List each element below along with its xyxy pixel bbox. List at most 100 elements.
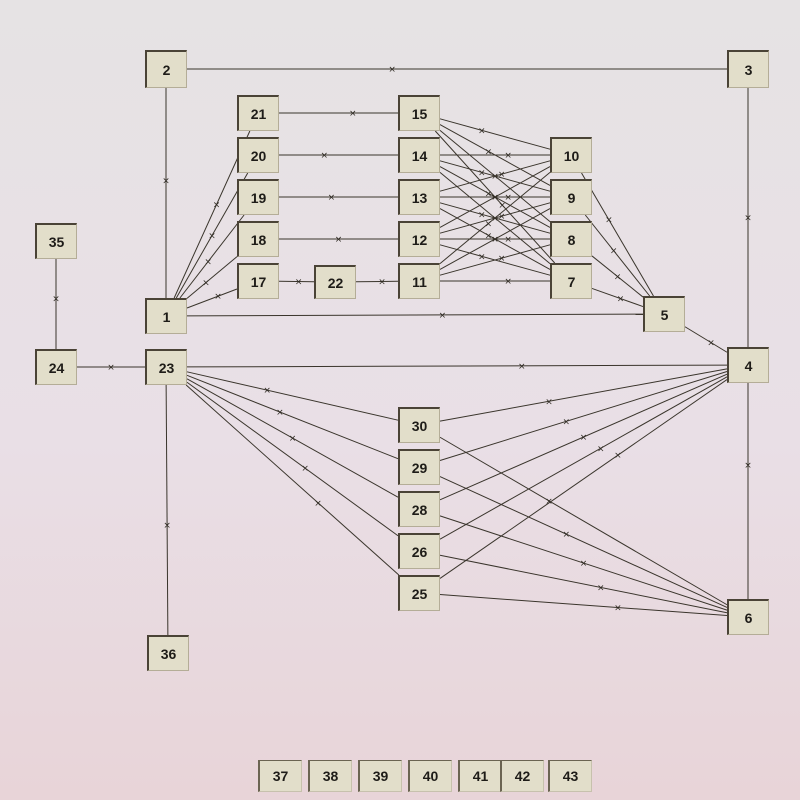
node-18[interactable]: 18 (237, 221, 279, 257)
node-4[interactable]: 4 (727, 347, 769, 383)
edge-marker-icon: × (614, 604, 622, 614)
node-25[interactable]: 25 (398, 575, 440, 611)
node-36[interactable]: 36 (147, 635, 189, 671)
node-2[interactable]: 2 (145, 50, 187, 88)
edge-marker-icon: × (597, 444, 605, 454)
edge-29-4 (439, 371, 728, 461)
edge-marker-icon: × (314, 499, 322, 509)
node-35[interactable]: 35 (35, 223, 77, 259)
edge-marker-icon: × (605, 216, 613, 226)
node-40[interactable]: 40 (408, 760, 452, 792)
edge-marker-icon: × (504, 193, 512, 203)
edge-30-6 (439, 436, 728, 606)
edge-marker-icon: × (485, 219, 493, 229)
edge-25-4 (439, 379, 728, 579)
edge-5-4 (684, 326, 728, 353)
edge-marker-icon: × (563, 417, 571, 427)
node-30[interactable]: 30 (398, 407, 440, 443)
node-26[interactable]: 26 (398, 533, 440, 569)
edge-marker-icon: × (504, 151, 512, 161)
node-17[interactable]: 17 (237, 263, 279, 299)
node-15[interactable]: 15 (398, 95, 440, 131)
edge-marker-icon: × (498, 254, 506, 264)
node-43[interactable]: 43 (548, 760, 592, 792)
edge-1-17 (186, 288, 238, 309)
edge-marker-icon: × (518, 362, 526, 372)
node-9[interactable]: 9 (550, 179, 592, 215)
node-21[interactable]: 21 (237, 95, 279, 131)
edge-26-4 (439, 376, 728, 540)
node-10[interactable]: 10 (550, 137, 592, 173)
edge-marker-icon: × (498, 170, 506, 180)
edge-marker-icon: × (439, 311, 447, 321)
edge-marker-icon: × (610, 247, 618, 257)
edge-marker-icon: × (107, 363, 115, 373)
edge-marker-icon: × (580, 559, 588, 569)
node-3[interactable]: 3 (727, 50, 769, 88)
edge-marker-icon: × (162, 176, 170, 186)
edge-marker-icon: × (617, 295, 625, 305)
node-24[interactable]: 24 (35, 349, 77, 385)
edge-marker-icon: × (491, 193, 499, 203)
node-5[interactable]: 5 (643, 296, 685, 332)
node-22[interactable]: 22 (314, 265, 356, 299)
edge-marker-icon: × (378, 277, 386, 287)
node-29[interactable]: 29 (398, 449, 440, 485)
node-28[interactable]: 28 (398, 491, 440, 527)
edge-26-6 (439, 554, 728, 614)
node-1[interactable]: 1 (145, 298, 187, 334)
edge-marker-icon: × (204, 257, 212, 267)
edge-28-4 (439, 373, 728, 501)
node-6[interactable]: 6 (727, 599, 769, 635)
node-13[interactable]: 13 (398, 179, 440, 215)
edge-23-29 (186, 374, 399, 460)
edge-marker-icon: × (328, 193, 336, 203)
edge-marker-icon: × (597, 583, 605, 593)
edge-marker-icon: × (263, 386, 271, 396)
node-11[interactable]: 11 (398, 263, 440, 299)
edge-23-36 (165, 384, 169, 636)
edge-12-10 (439, 166, 551, 228)
node-38[interactable]: 38 (308, 760, 352, 792)
edge-marker-icon: × (478, 252, 486, 262)
edge-marker-icon: × (52, 295, 60, 305)
edge-marker-icon: × (491, 214, 499, 224)
node-8[interactable]: 8 (550, 221, 592, 257)
edge-marker-icon: × (491, 235, 499, 245)
edge-marker-icon: × (320, 151, 328, 161)
edge-marker-icon: × (349, 109, 357, 119)
edge-marker-icon: × (163, 521, 171, 531)
edge-23-30 (186, 371, 399, 421)
edge-marker-icon: × (491, 172, 499, 182)
edge-marker-icon: × (388, 65, 396, 75)
node-20[interactable]: 20 (237, 137, 279, 173)
edge-28-6 (439, 515, 728, 611)
node-37[interactable]: 37 (258, 760, 302, 792)
edge-marker-icon: × (498, 201, 506, 211)
node-23[interactable]: 23 (145, 349, 187, 385)
node-39[interactable]: 39 (358, 760, 402, 792)
edge-11-10 (439, 172, 551, 264)
edge-marker-icon: × (478, 210, 486, 220)
edge-marker-icon: × (545, 397, 553, 407)
edge-marker-icon: × (335, 235, 343, 245)
edge-marker-icon: × (614, 273, 622, 283)
edge-marker-icon: × (580, 433, 588, 443)
node-14[interactable]: 14 (398, 137, 440, 173)
edge-8-5 (591, 255, 644, 298)
edge-1-18 (186, 256, 238, 299)
node-41[interactable]: 41 (458, 760, 502, 792)
node-7[interactable]: 7 (550, 263, 592, 299)
edge-29-6 (439, 476, 728, 608)
node-12[interactable]: 12 (398, 221, 440, 257)
node-42[interactable]: 42 (500, 760, 544, 792)
node-19[interactable]: 19 (237, 179, 279, 215)
edge-marker-icon: × (504, 235, 512, 245)
edge-marker-icon: × (563, 530, 571, 540)
edge-marker-icon: × (202, 279, 210, 289)
edge-marker-icon: × (744, 214, 752, 224)
edge-marker-icon: × (485, 147, 493, 157)
edge-marker-icon: × (478, 168, 486, 178)
edge-25-6 (439, 594, 728, 616)
